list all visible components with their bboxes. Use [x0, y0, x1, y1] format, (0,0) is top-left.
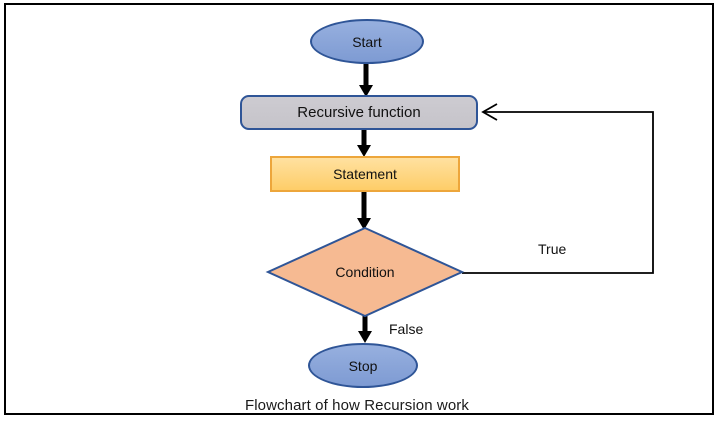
outer-border [4, 3, 714, 415]
node-stop-label: Stop [348, 357, 378, 374]
node-recursive-function[interactable]: Recursive function [240, 95, 478, 130]
arrow-start-to-recursive [359, 63, 373, 97]
node-statement-label: Statement [333, 166, 397, 182]
node-condition-label: Condition [335, 264, 395, 280]
edge-label-true: True [538, 241, 567, 257]
node-start[interactable]: Start [310, 19, 424, 64]
arrow-condition-to-stop [358, 315, 372, 343]
arrow-recursive-to-statement [357, 130, 371, 157]
diagram-caption: Flowchart of how Recursion work [244, 397, 469, 414]
loop-true-connector [462, 103, 654, 274]
node-start-label: Start [352, 33, 382, 50]
node-stop[interactable]: Stop [308, 343, 418, 388]
edge-label-false: False [389, 321, 424, 337]
node-recursive-function-label: Recursive function [297, 104, 421, 121]
condition-diamond[interactable] [265, 226, 465, 318]
arrow-statement-to-condition [357, 192, 371, 230]
node-statement[interactable]: Statement [270, 156, 460, 192]
